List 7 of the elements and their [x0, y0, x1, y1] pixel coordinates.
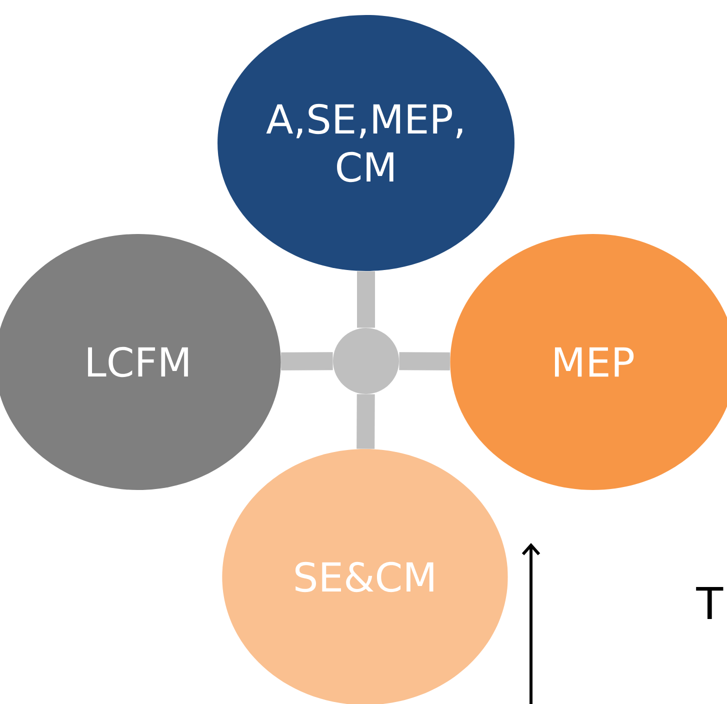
connector	[356, 394, 375, 449]
hub-circle	[333, 328, 399, 394]
connector	[399, 352, 450, 370]
ellipse-node: A,SE,MEP, CM	[218, 15, 514, 271]
connector	[281, 352, 333, 370]
cut-off-text: T	[696, 586, 724, 620]
connector	[357, 271, 375, 328]
